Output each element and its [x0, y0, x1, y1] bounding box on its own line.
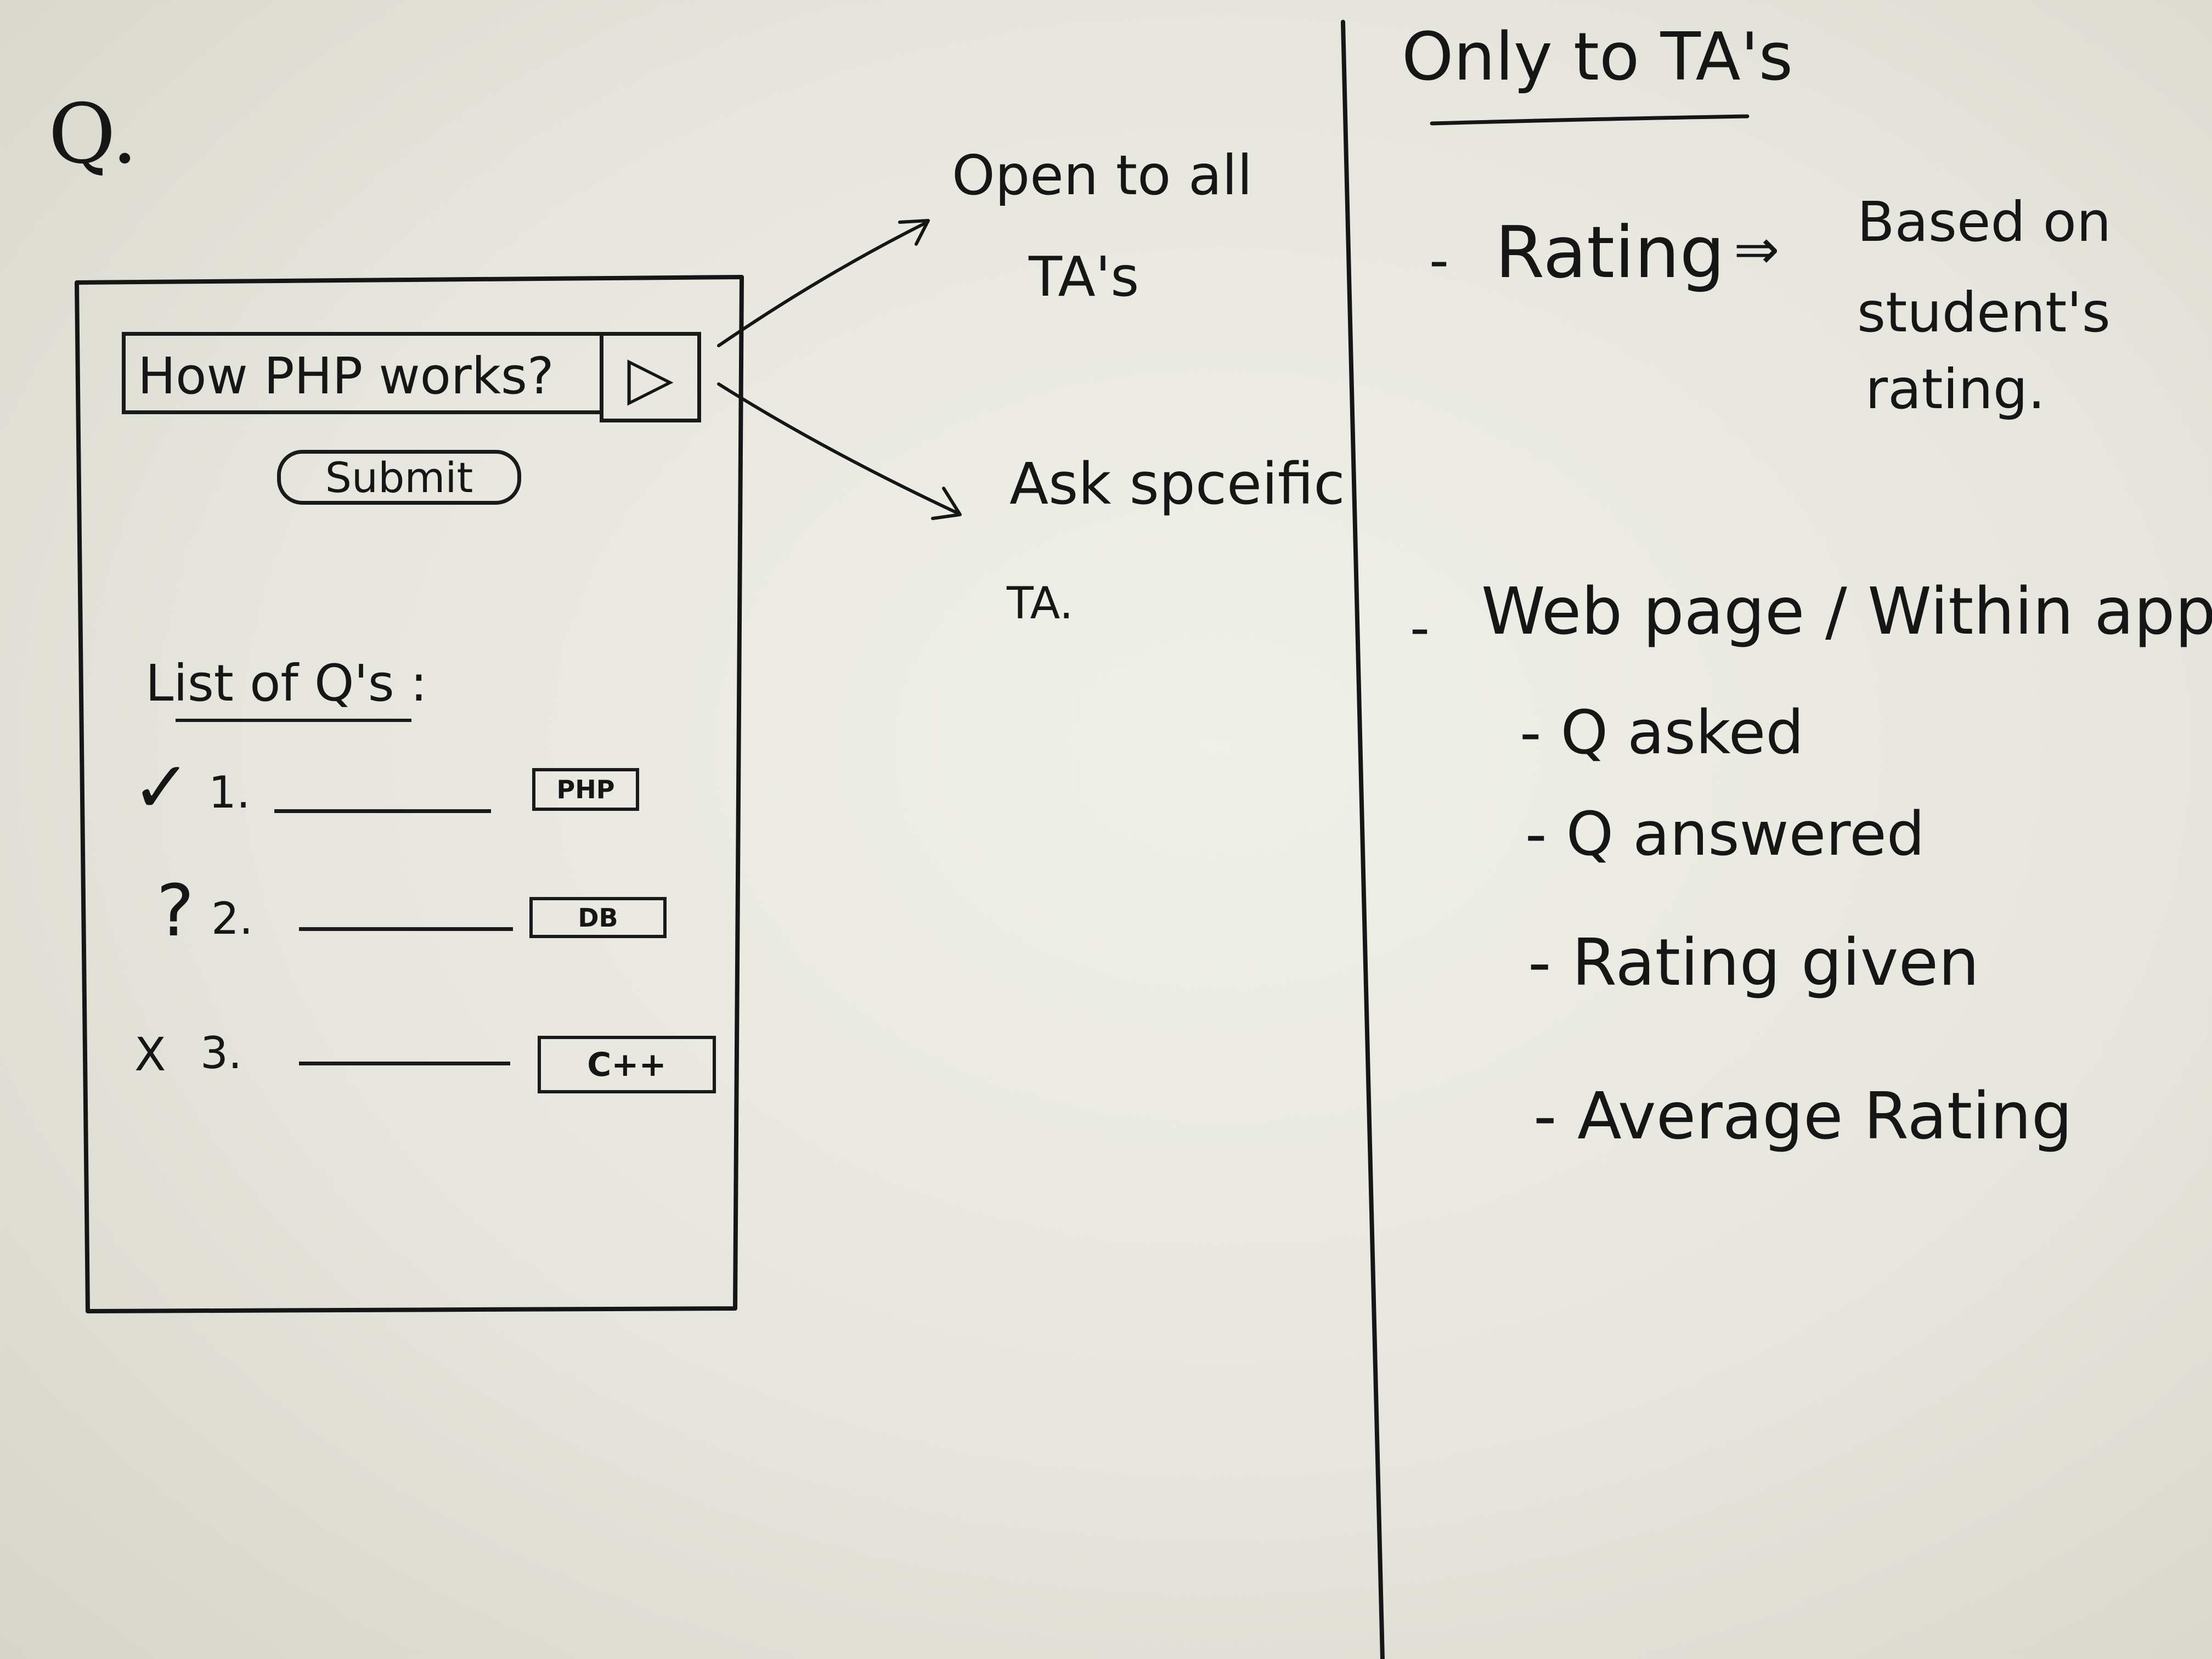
question-tag-label: C++ [587, 1045, 667, 1084]
rating-dash: - [1429, 228, 1449, 292]
right-panel-heading: Only to TA's [1402, 19, 1793, 95]
list-heading: List of Q's : [145, 654, 427, 713]
send-button[interactable]: ▷ [600, 332, 701, 422]
question-mark-icon: ? [156, 869, 194, 952]
list-item-dash: - [1533, 1078, 1578, 1154]
question-input[interactable]: How PHP works? [122, 332, 603, 414]
ask-specific-line2: TA. [1007, 578, 1074, 629]
list-item-label: Q answered [1566, 799, 1925, 869]
play-triangle-icon: ▷ [627, 342, 674, 413]
ask-specific-line1: Ask spceific [1009, 450, 1345, 517]
arrow-ask-specific-head [931, 487, 962, 520]
submit-button[interactable]: Submit [277, 450, 521, 505]
list-item-dash: - [1528, 924, 1572, 1000]
list-item-label: Q asked [1560, 697, 1804, 768]
question-number: 1. [208, 767, 251, 818]
question-tag-label: PHP [556, 775, 615, 804]
rating-note-line2: student's [1857, 280, 2111, 345]
submit-button-label: Submit [325, 453, 473, 502]
heading-underline [1430, 114, 1750, 126]
vertical-divider-line [1341, 20, 1385, 1659]
q-heading: Q. [48, 87, 138, 182]
question-tag-label: DB [578, 902, 618, 933]
list-item-dash: - [1520, 697, 1561, 768]
checkmark-icon: ✓ [132, 746, 191, 829]
question-input-value: How PHP works? [138, 347, 554, 405]
question-blank [274, 809, 491, 813]
question-tag: C++ [538, 1036, 716, 1093]
question-tag: DB [529, 897, 667, 938]
arrow-open-to-all [717, 221, 929, 347]
list-item: - Q asked [1520, 702, 1804, 763]
question-blank [299, 927, 513, 931]
arrow-open-to-all-head [898, 219, 930, 246]
rating-label: Rating [1495, 211, 1725, 294]
question-number: 2. [211, 893, 253, 944]
list-item-label: Average Rating [1577, 1078, 2073, 1154]
rating-arrow-icon: ⇒ [1734, 217, 1780, 281]
list-item: - Rating given [1528, 930, 1979, 995]
arrow-ask-specific [717, 382, 959, 515]
rating-note-line3: rating. [1865, 357, 2046, 421]
list-heading-underline [176, 719, 411, 722]
list-item-dash: - [1525, 799, 1566, 869]
list-item-label: Rating given [1572, 924, 1979, 1000]
open-to-all-line1: Open to all [952, 143, 1252, 207]
rating-note-line1: Based on [1857, 190, 2112, 254]
cross-icon: X [134, 1028, 166, 1081]
question-blank [299, 1062, 510, 1065]
question-number: 3. [200, 1028, 242, 1079]
question-tag: PHP [532, 768, 639, 811]
list-item: - Average Rating [1533, 1084, 2073, 1148]
web-page-dash: - [1410, 596, 1430, 660]
web-page-label: Web page / Within app. [1481, 573, 2212, 649]
open-to-all-line2: TA's [1029, 245, 1139, 309]
list-item: - Q answered [1525, 804, 1925, 864]
